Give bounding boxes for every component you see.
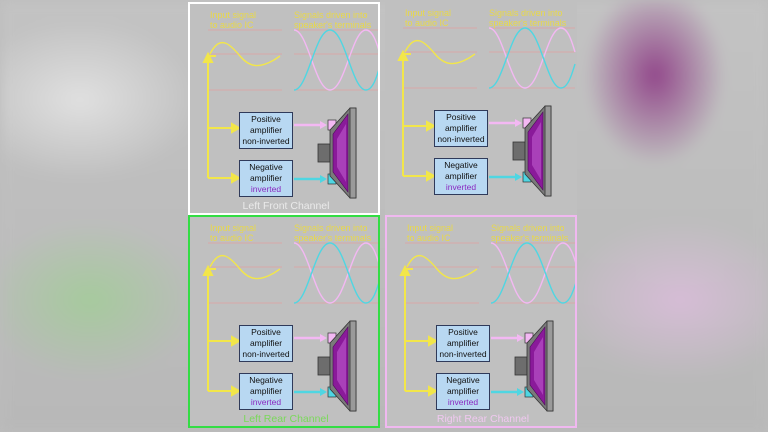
negative-amp-line-1: Negative — [249, 162, 283, 172]
negative-output-waveform — [488, 27, 576, 89]
positive-output-waveform — [490, 242, 575, 304]
output-arrows — [294, 121, 327, 183]
signal-diagram — [202, 29, 378, 199]
channel-label: Right Rear Channel — [436, 413, 530, 425]
signals-driven-line-1: Signals driven into — [491, 223, 565, 233]
negative-amp-line-1: Negative — [444, 160, 478, 170]
input-feed-lines — [202, 264, 242, 397]
negative-output-waveform — [490, 242, 575, 304]
negative-amp-line-2: amplifier — [249, 386, 283, 396]
negative-output-waveform — [293, 242, 378, 304]
output-arrows — [491, 334, 524, 396]
negative-amplifier-box: Negative amplifier inverted — [239, 160, 293, 197]
signal-diagram — [399, 242, 575, 412]
positive-amplifier-box: Positive amplifier non-inverted — [239, 112, 293, 149]
input-signal-line-1: Input signal — [405, 8, 452, 18]
signals-driven-label: Signals driven into speaker's terminals — [294, 223, 371, 243]
signals-driven-label: Signals driven into speaker's terminals — [294, 10, 371, 30]
input-signal-line-2: to audio IC — [405, 18, 449, 28]
positive-amplifier-box: Positive amplifier non-inverted — [436, 325, 490, 362]
negative-amp-line-3: inverted — [250, 184, 282, 194]
negative-amp-line-2: amplifier — [446, 386, 480, 396]
guide-lines — [208, 242, 378, 304]
positive-amp-line-2: amplifier — [249, 338, 283, 348]
signals-driven-line-2: speaker's terminals — [491, 233, 569, 243]
input-signal-line-1: Input signal — [210, 10, 257, 20]
guide-lines — [403, 27, 575, 89]
input-feed-lines — [397, 49, 437, 182]
input-waveform — [404, 39, 476, 65]
negative-amp-line-1: Negative — [249, 375, 283, 385]
input-signal-label: Input signal to audio IC — [407, 223, 453, 243]
positive-amplifier-box: Positive amplifier non-inverted — [239, 325, 293, 362]
negative-amp-line-1: Negative — [446, 375, 480, 385]
input-waveform — [406, 254, 478, 280]
positive-amp-line-3: non-inverted — [439, 349, 487, 359]
signals-driven-line-1: Signals driven into — [294, 223, 368, 233]
channel-panel-4: Input signal to audio IC Signals driven … — [385, 215, 577, 428]
positive-amp-line-2: amplifier — [446, 338, 480, 348]
output-arrows — [294, 334, 327, 396]
speaker-icon — [514, 320, 554, 412]
speaker-icon — [317, 320, 357, 412]
guide-lines — [405, 242, 575, 304]
positive-amp-line-1: Positive — [251, 327, 281, 337]
speaker-icon — [317, 107, 357, 199]
positive-output-waveform — [293, 29, 378, 91]
signals-driven-label: Signals driven into speaker's terminals — [491, 223, 568, 243]
input-signal-line-2: to audio IC — [210, 233, 254, 243]
negative-amp-line-3: inverted — [447, 397, 479, 407]
signal-diagram — [202, 242, 378, 412]
input-signal-label: Input signal to audio IC — [210, 223, 256, 243]
input-waveform — [209, 254, 281, 280]
channel-label: Left Rear Channel — [243, 413, 329, 425]
negative-amp-line-2: amplifier — [249, 173, 283, 183]
input-signal-line-2: to audio IC — [407, 233, 451, 243]
positive-amp-line-1: Positive — [251, 114, 281, 124]
guide-lines — [208, 29, 378, 91]
input-waveform — [209, 41, 281, 67]
channel-panel-3: Input signal to audio IC Signals driven … — [188, 215, 380, 428]
positive-amp-line-1: Positive — [446, 112, 476, 122]
speaker-icon — [512, 105, 552, 197]
positive-output-waveform — [488, 27, 576, 89]
input-signal-label: Input signal to audio IC — [210, 10, 256, 30]
negative-amp-line-3: inverted — [250, 397, 282, 407]
signals-driven-line-2: speaker's terminals — [489, 18, 567, 28]
input-signal-line-1: Input signal — [407, 223, 454, 233]
channel-label: Left Front Channel — [242, 200, 330, 212]
signals-driven-line-2: speaker's terminals — [294, 233, 372, 243]
input-feed-lines — [202, 51, 242, 184]
positive-amp-line-3: non-inverted — [437, 134, 485, 144]
signals-driven-line-2: speaker's terminals — [294, 20, 372, 30]
input-feed-lines — [399, 264, 439, 397]
positive-amplifier-box: Positive amplifier non-inverted — [434, 110, 488, 147]
channel-panel-1: Input signal to audio IC Signals driven … — [188, 2, 380, 215]
positive-amp-line-3: non-inverted — [242, 349, 290, 359]
negative-amplifier-box: Negative amplifier inverted — [239, 373, 293, 410]
negative-output-waveform — [293, 29, 378, 91]
input-signal-line-1: Input signal — [210, 223, 257, 233]
channel-panel-2: Input signal to audio IC Signals driven … — [385, 2, 577, 215]
negative-amp-line-3: inverted — [445, 182, 477, 192]
positive-amp-line-2: amplifier — [444, 123, 478, 133]
negative-amp-line-2: amplifier — [444, 171, 478, 181]
output-arrows — [489, 119, 522, 181]
positive-amp-line-1: Positive — [448, 327, 478, 337]
positive-amp-line-3: non-inverted — [242, 136, 290, 146]
negative-amplifier-box: Negative amplifier inverted — [434, 158, 488, 195]
input-signal-label: Input signal to audio IC — [405, 8, 451, 28]
positive-amp-line-2: amplifier — [249, 125, 283, 135]
signals-driven-line-1: Signals driven into — [489, 8, 563, 18]
signals-driven-line-1: Signals driven into — [294, 10, 368, 20]
signals-driven-label: Signals driven into speaker's terminals — [489, 8, 566, 28]
positive-output-waveform — [293, 242, 378, 304]
negative-amplifier-box: Negative amplifier inverted — [436, 373, 490, 410]
input-signal-line-2: to audio IC — [210, 20, 254, 30]
signal-diagram — [397, 27, 576, 197]
